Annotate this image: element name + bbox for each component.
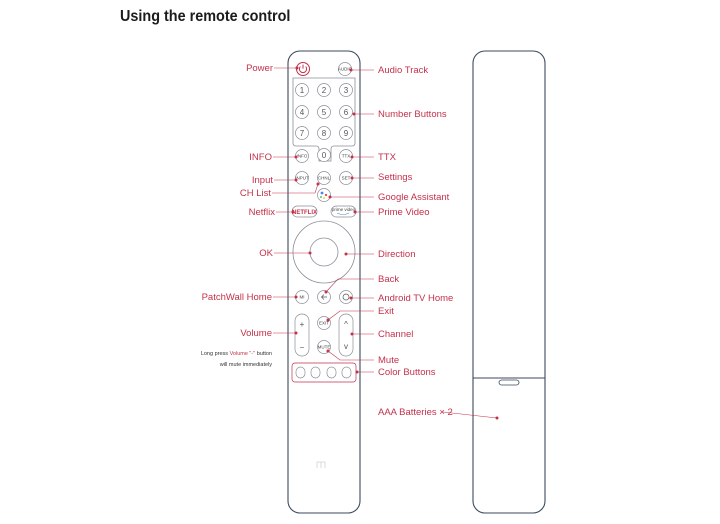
prime-video-logo: prime video	[332, 207, 356, 212]
audio-button-text: AUDIO	[338, 67, 353, 72]
digit-0: 0	[322, 151, 327, 160]
digit-button-8[interactable]	[317, 126, 331, 140]
digit-button-3[interactable]	[339, 83, 353, 97]
label-ttx: TTX	[378, 152, 397, 163]
digit-button-5[interactable]	[317, 105, 331, 119]
label-channel: Channel	[378, 329, 413, 340]
input-button-text: INPUT	[295, 176, 309, 181]
volume-plus-icon: +	[300, 320, 305, 329]
digit-button-4[interactable]	[295, 105, 309, 119]
digit-1: 1	[300, 86, 305, 95]
digit-button-7[interactable]	[295, 126, 309, 140]
digit-2: 2	[322, 86, 327, 95]
label-patchwall-home: PatchWall Home	[202, 292, 272, 303]
label-audio-track: Audio Track	[378, 65, 428, 76]
label-ch-list: CH List	[240, 188, 272, 199]
color-button-blue[interactable]	[341, 366, 352, 379]
mute-button-text: MUTE	[318, 345, 331, 350]
digit-3: 3	[344, 86, 349, 95]
mi-logo: MI	[300, 295, 305, 300]
digit-7: 7	[300, 129, 305, 138]
android-tv-home-button[interactable]	[339, 290, 353, 304]
volume-minus-icon: −	[300, 343, 305, 352]
number-buttons: 1 2 3 4 5 6 7 8 9 0	[295, 83, 353, 162]
digit-button-6[interactable]	[339, 105, 353, 119]
leader-lines	[272, 66, 499, 420]
label-netflix: Netflix	[249, 207, 276, 218]
color-button-green[interactable]	[310, 366, 321, 379]
ch-list-button[interactable]	[317, 171, 331, 185]
volume-rocker[interactable]	[294, 313, 310, 357]
info-button-text: INFO	[297, 154, 308, 159]
number-pad-panel	[292, 77, 356, 162]
digit-4: 4	[300, 108, 305, 117]
label-direction: Direction	[378, 249, 416, 260]
label-back: Back	[378, 274, 399, 285]
digit-5: 5	[322, 108, 327, 117]
label-mute: Mute	[378, 355, 399, 366]
label-power: Power	[246, 63, 273, 74]
back-arrow-icon	[321, 294, 327, 300]
google-assistant-button[interactable]	[317, 188, 331, 202]
label-color-buttons: Color Buttons	[378, 367, 436, 378]
google-assistant-icon	[320, 191, 328, 199]
label-ok: OK	[259, 248, 273, 259]
digit-6: 6	[344, 108, 349, 117]
label-exit: Exit	[378, 306, 394, 317]
color-button-red[interactable]	[295, 366, 306, 379]
label-prime-video: Prime Video	[378, 207, 430, 218]
label-android-tv-home: Android TV Home	[378, 293, 453, 304]
battery-cover-latch[interactable]	[498, 379, 520, 386]
netflix-logo: NETFLIX	[292, 210, 317, 216]
remote-front-body	[287, 50, 361, 514]
ok-button[interactable]	[309, 237, 339, 267]
digit-button-2[interactable]	[317, 83, 331, 97]
label-number-buttons: Number Buttons	[378, 109, 447, 120]
volume-mute-note-line2: will mute immediately	[219, 362, 273, 368]
power-button[interactable]	[296, 62, 310, 76]
brand-logo-icon	[316, 461, 326, 468]
digit-9: 9	[344, 129, 349, 138]
page-title: Using the remote control	[120, 8, 291, 25]
ttx-button-text: TTX	[342, 154, 351, 159]
label-aaa-batteries: AAA Batteries × 2	[378, 407, 453, 418]
digit-8: 8	[322, 129, 327, 138]
label-settings: Settings	[378, 172, 413, 183]
prime-smile-icon	[336, 212, 350, 215]
channel-up-icon: ^	[344, 320, 348, 329]
digit-button-9[interactable]	[339, 126, 353, 140]
label-input: Input	[252, 175, 273, 186]
home-circle-icon	[342, 293, 350, 301]
label-info: INFO	[249, 152, 272, 163]
volume-mute-note-line1: Long press Volume "-" button	[201, 351, 272, 357]
digit-button-0[interactable]	[317, 148, 331, 162]
label-google-assistant: Google Assistant	[378, 192, 450, 203]
ch-list-button-text: CHNL	[318, 176, 331, 181]
input-button[interactable]	[295, 171, 309, 185]
power-icon	[298, 64, 308, 74]
color-button-yellow[interactable]	[326, 366, 337, 379]
channel-down-icon: v	[344, 342, 348, 351]
remote-back-body	[472, 50, 546, 514]
label-volume: Volume	[240, 328, 272, 339]
settings-button-text: SET	[342, 176, 351, 181]
exit-button-text: EXIT	[319, 321, 329, 326]
digit-button-1[interactable]	[295, 83, 309, 97]
